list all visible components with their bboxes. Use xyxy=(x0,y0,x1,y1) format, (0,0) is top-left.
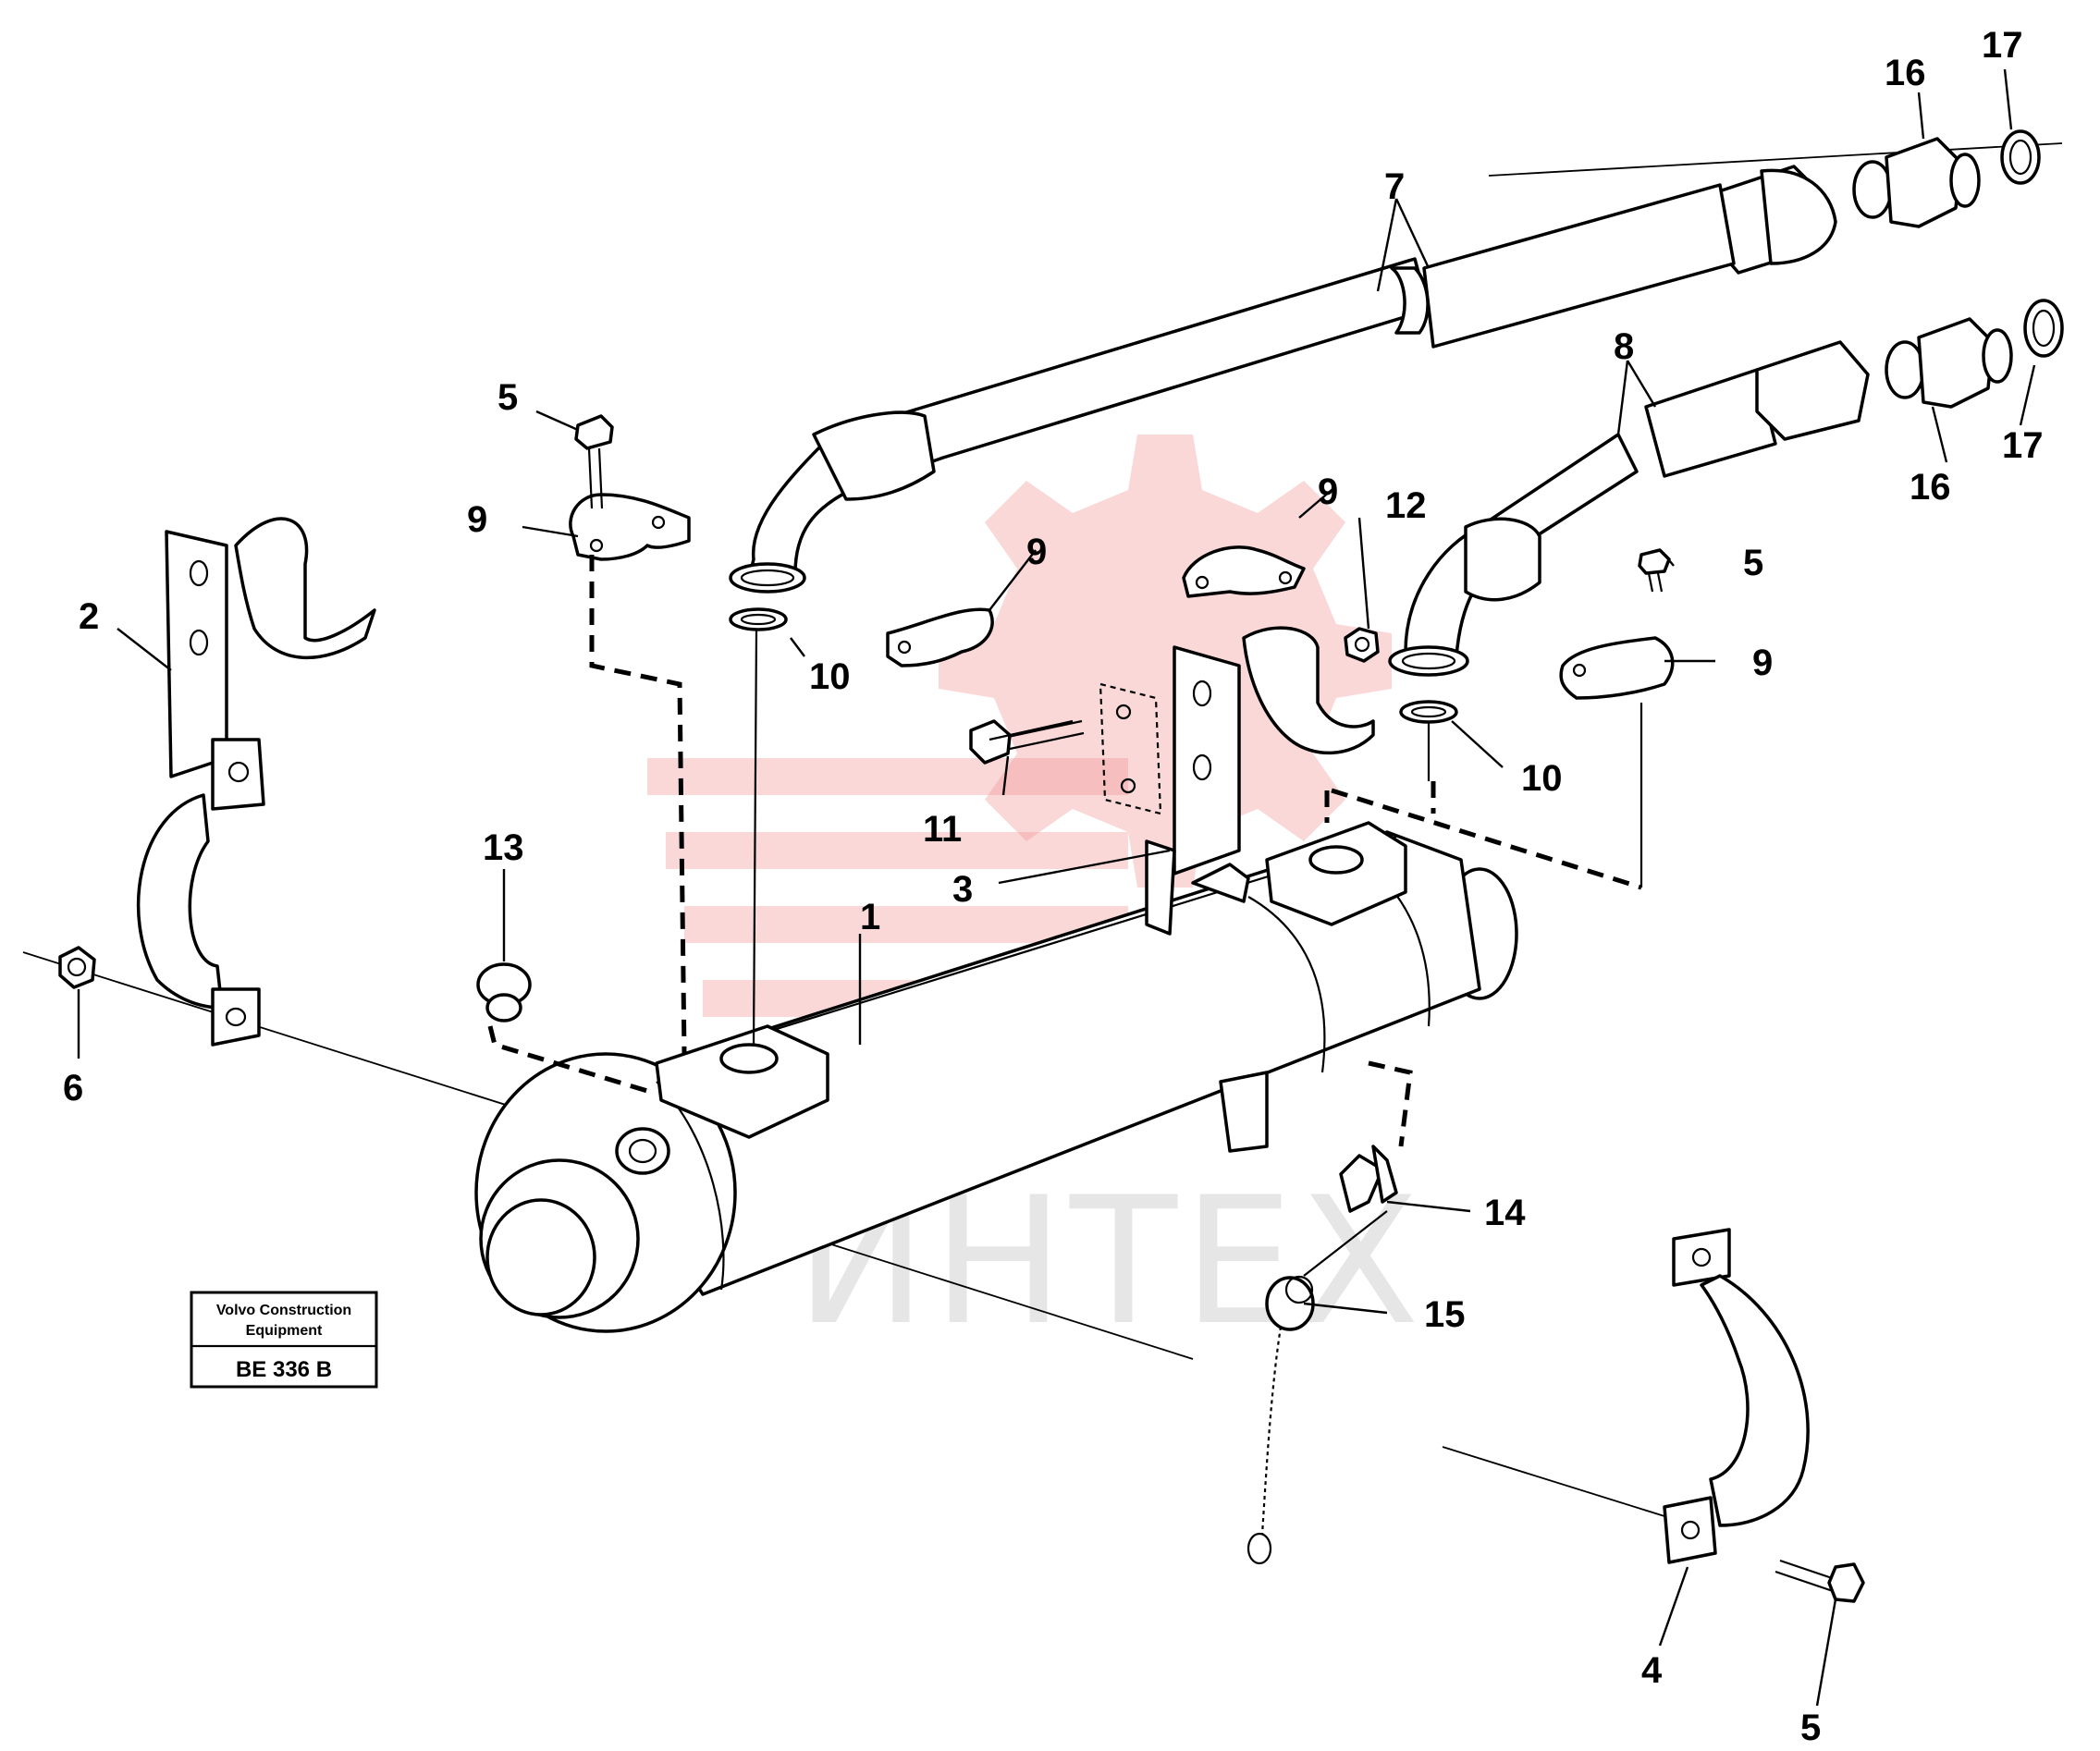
nut-6 xyxy=(58,946,96,989)
callout-17-top: 17 xyxy=(1982,25,2023,66)
note-line-2: Equipment xyxy=(246,1323,323,1339)
seal-upper xyxy=(2000,129,2041,185)
clamp-half-mid-left xyxy=(886,607,994,667)
oil-cooler-body xyxy=(474,821,1518,1333)
callout-6: 6 xyxy=(63,1068,83,1108)
callout-5-top-left: 5 xyxy=(497,377,518,418)
callout-17-bottom: 17 xyxy=(2002,425,2044,466)
o-ring-right xyxy=(1399,700,1458,724)
assembly-lines xyxy=(487,555,1643,1277)
callout-2: 2 xyxy=(79,596,99,637)
leader-lines xyxy=(77,68,2036,1707)
note-code: BE 336 B xyxy=(236,1357,332,1382)
adapter-upper xyxy=(1852,137,1981,228)
callout-8: 8 xyxy=(1614,326,1634,367)
seal-lower xyxy=(2023,299,2064,358)
clamp-half-top-left xyxy=(569,493,691,561)
note-line-1: Volvo Construction xyxy=(216,1303,351,1318)
clamp-half-right xyxy=(1559,636,1675,700)
hose-lower xyxy=(1388,340,1870,677)
bolt-top-left xyxy=(574,414,614,509)
callout-5-bottom: 5 xyxy=(1800,1708,1821,1746)
adapter-lower xyxy=(1885,317,2013,409)
callout-4: 4 xyxy=(1641,1650,1663,1691)
callout-10-left: 10 xyxy=(809,656,851,697)
hose-upper xyxy=(729,165,1837,594)
bracket-right xyxy=(1145,645,1241,936)
callout-5-right: 5 xyxy=(1743,543,1763,583)
saddle-clamp xyxy=(1242,626,1375,755)
callout-13: 13 xyxy=(483,827,524,868)
bolt-right xyxy=(1638,548,1671,593)
callout-9-right: 9 xyxy=(1752,643,1773,683)
callout-9-left: 9 xyxy=(467,499,487,540)
bolt-bottom xyxy=(1775,1559,1865,1603)
callout-14: 14 xyxy=(1484,1193,1526,1233)
callouts: 1 2 3 4 5 5 5 6 7 8 9 9 9 9 10 10 11 12 … xyxy=(63,25,2044,1748)
clamp-half-mid xyxy=(1182,545,1306,598)
clamp-bottom xyxy=(1663,1228,1810,1564)
test-nipple xyxy=(1339,1145,1398,1213)
callout-9-mid-left: 9 xyxy=(1026,532,1047,572)
callout-16-bottom: 16 xyxy=(1910,467,1951,508)
bracket-left xyxy=(136,517,376,1047)
callout-12: 12 xyxy=(1385,485,1427,526)
axis-lines xyxy=(22,142,2063,1517)
callout-15: 15 xyxy=(1424,1294,1466,1335)
callout-16-top: 16 xyxy=(1885,53,1926,93)
callout-11: 11 xyxy=(923,809,962,850)
callout-10-right: 10 xyxy=(1521,758,1563,799)
reference-note: Volvo Construction Equipment BE 336 B xyxy=(190,1291,378,1389)
bolt-11 xyxy=(969,719,1085,765)
o-ring-left xyxy=(729,607,788,631)
callout-9-mid: 9 xyxy=(1318,471,1338,512)
nut-12 xyxy=(1344,627,1380,663)
plug-13 xyxy=(476,962,532,1022)
callout-7: 7 xyxy=(1384,166,1405,207)
callout-3: 3 xyxy=(952,869,973,910)
callout-1: 1 xyxy=(860,897,880,937)
backing-plate xyxy=(1099,682,1162,815)
